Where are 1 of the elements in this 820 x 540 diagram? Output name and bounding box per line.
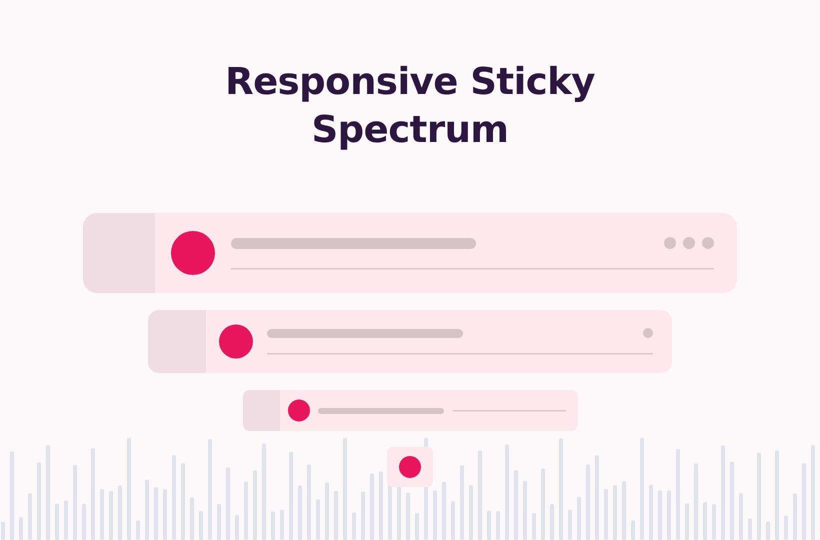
title: Responsive Sticky Spectrum: [224, 59, 596, 153]
